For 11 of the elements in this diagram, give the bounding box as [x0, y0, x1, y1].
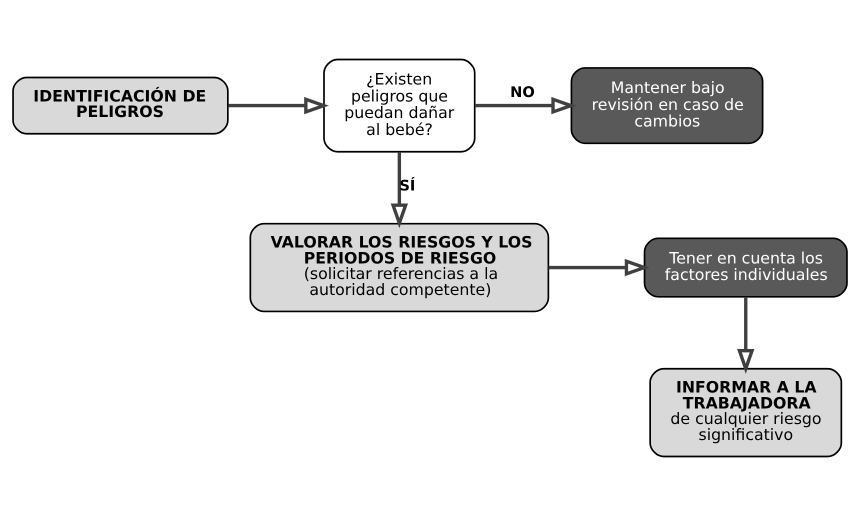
node-box: VALORAR LOS RIESGOS Y LOS PERIODOS DE RIESGO (solicitar referencias a la autoridad competente) — [250, 222, 550, 312]
edge-label: NO — [510, 84, 535, 101]
node-box: Mantener bajo revisión en caso de cambios — [570, 66, 764, 144]
node-box: Tener en cuenta los factores individuales — [644, 236, 848, 298]
node-box: INFORMAR A LA TRABAJADORA de cualquier riesgo significativo — [649, 367, 842, 457]
arrow — [548, 258, 650, 276]
arrow — [474, 96, 576, 114]
arrow — [228, 96, 329, 114]
node-box: IDENTIFICACIÓN DE PELIGROS — [12, 76, 229, 134]
node-box: ¿Existen peligros que puedan dañar al bebé? — [323, 58, 476, 152]
arrow — [737, 296, 754, 374]
